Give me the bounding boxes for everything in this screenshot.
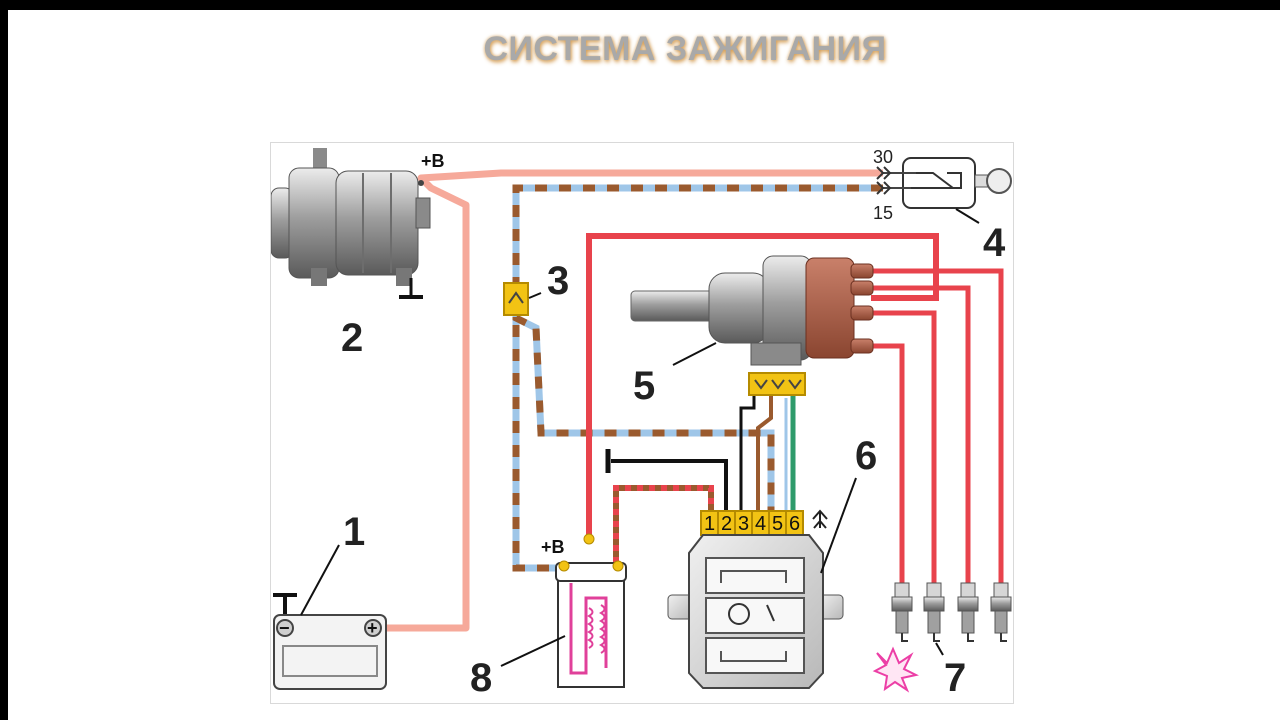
- spark-icon: [872, 646, 919, 693]
- high-voltage-wires: [586, 233, 1004, 588]
- pin-6: 6: [789, 513, 800, 535]
- generator: [271, 148, 431, 299]
- label-generator: 2: [341, 316, 363, 360]
- switch-terminal-15: 15: [873, 203, 893, 223]
- pin-4: 4: [755, 513, 766, 535]
- connector-pins: 1 2 3 4 5 6: [704, 513, 800, 535]
- left-edge-bar: [0, 0, 8, 720]
- sensor-wires: [739, 388, 796, 513]
- commutator: [667, 477, 857, 689]
- switch15-wire: [512, 184, 883, 572]
- label-spark-plugs: 7: [944, 656, 966, 700]
- ignition-switch: [876, 157, 1012, 224]
- ignition-coil: [500, 533, 627, 688]
- spark-plugs: [891, 582, 1012, 656]
- label-battery: 1: [343, 510, 365, 554]
- coil-signal-wire: [613, 485, 714, 563]
- fuse: [503, 282, 542, 316]
- ignition-diagram: +В 30 15: [270, 142, 1014, 704]
- label-commutator: 6: [855, 434, 877, 478]
- battery-minus-terminal: −: [279, 618, 290, 638]
- ground-wire: [605, 449, 728, 513]
- battery-wire: [386, 169, 883, 632]
- pin-1: 1: [704, 513, 715, 535]
- pin-2: 2: [721, 513, 732, 535]
- label-fuse: 3: [547, 259, 569, 303]
- pin-5: 5: [772, 513, 783, 535]
- coil-plus-terminal: +В: [541, 537, 565, 557]
- battery-plus-terminal: +: [367, 618, 378, 638]
- slide-title: СИСТЕМА ЗАЖИГАНИЯ: [483, 30, 887, 68]
- top-bar: [0, 0, 1280, 10]
- label-ignition-switch: 4: [983, 221, 1006, 265]
- label-distributor: 5: [633, 364, 655, 408]
- pin-3: 3: [738, 513, 749, 535]
- switch-terminal-30: 30: [873, 147, 893, 167]
- distributor: [630, 255, 874, 396]
- generator-plus-terminal: +В: [421, 151, 445, 171]
- label-ignition-coil: 8: [470, 656, 492, 700]
- battery: [273, 544, 387, 690]
